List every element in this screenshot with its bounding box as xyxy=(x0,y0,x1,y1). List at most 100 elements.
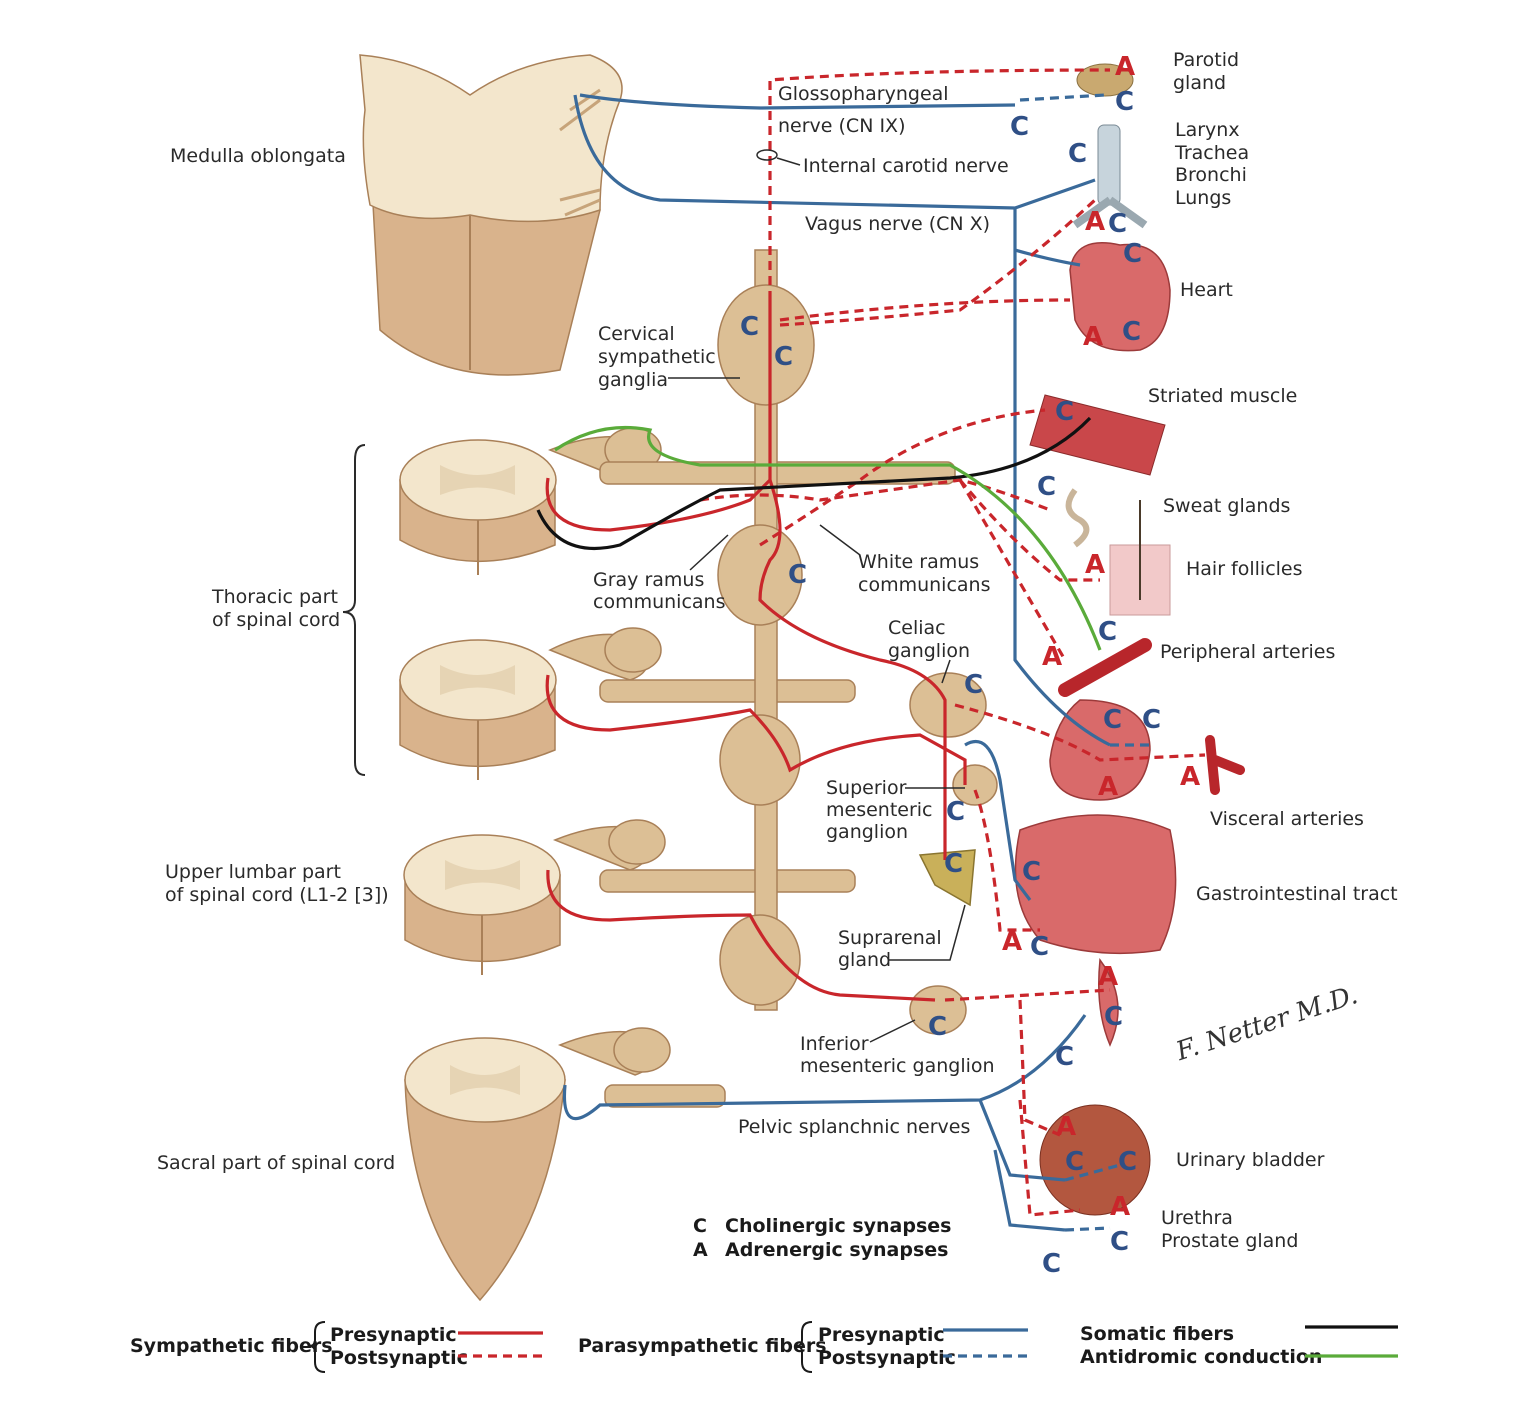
medulla-oblongata-shape xyxy=(359,54,623,376)
label-parotid-1: Parotid xyxy=(1173,49,1239,71)
lumbar-segment xyxy=(403,834,561,975)
striated-muscle-shape xyxy=(1029,394,1166,476)
synapse-c-marker: C xyxy=(946,797,965,827)
label-peripheral-arteries: Peripheral arteries xyxy=(1160,641,1335,663)
peripheral-artery-shape xyxy=(1058,638,1152,697)
label-sup-mesenteric-1: Superior xyxy=(826,777,907,799)
label-gi-tract: Gastrointestinal tract xyxy=(1196,883,1398,905)
label-lungs: Lungs xyxy=(1175,187,1231,209)
key-c-letter: C xyxy=(693,1215,707,1237)
label-glossopharyngeal-1: Glossopharyngeal xyxy=(778,83,949,105)
synapse-c-marker: C xyxy=(1055,397,1074,427)
label-vagus: Vagus nerve (CN X) xyxy=(805,213,990,235)
synapse-a-marker: A xyxy=(1083,322,1103,352)
label-medulla: Medulla oblongata xyxy=(170,145,346,167)
synapse-c-marker: C xyxy=(788,560,807,590)
legend-sym-pre: Presynaptic xyxy=(330,1324,457,1346)
synapse-c-marker: C xyxy=(964,670,983,700)
synapse-c-marker: C xyxy=(1037,472,1056,502)
heart-shape xyxy=(1069,242,1171,352)
synapse-a-marker: A xyxy=(1115,52,1135,82)
synapse-c-marker: C xyxy=(1110,1227,1129,1257)
somatic-path xyxy=(536,416,1092,550)
synapse-c-marker: C xyxy=(944,849,963,879)
synapse-c-marker: C xyxy=(774,342,793,372)
sympathetic-postsynaptic-paths xyxy=(699,68,1206,1217)
label-striated-muscle: Striated muscle xyxy=(1148,385,1297,407)
key-a-text: Adrenergic synapses xyxy=(725,1239,948,1261)
synapse-c-marker: C xyxy=(740,312,759,342)
synapse-a-marker: A xyxy=(1002,927,1022,957)
label-gray-ramus-2: communicans xyxy=(593,591,725,613)
synapse-c-marker: C xyxy=(1104,1002,1123,1032)
parasympathetic-postsynaptic-paths xyxy=(1019,93,1150,1232)
label-pelvic-splanchnic: Pelvic splanchnic nerves xyxy=(738,1116,970,1138)
synapse-c-marker: C xyxy=(1042,1249,1061,1279)
sacral-segment xyxy=(404,1037,566,1302)
label-prostate: Prostate gland xyxy=(1161,1230,1298,1252)
fiber-legend: Sympathetic fibers Presynaptic Postsynap… xyxy=(130,1321,1398,1373)
parasympathetic-presynaptic-paths xyxy=(562,93,1111,1232)
synapse-c-marker: C xyxy=(1142,705,1161,735)
synapse-a-marker: A xyxy=(1085,207,1105,237)
bladder-shape xyxy=(1039,1104,1151,1216)
sweat-gland-shape xyxy=(1065,488,1090,548)
artist-signature: F. Netter M.D. xyxy=(1172,980,1362,1067)
label-gray-ramus-1: Gray ramus xyxy=(593,569,704,591)
synapse-c-marker: C xyxy=(1022,857,1041,887)
label-cervical-1: Cervical xyxy=(598,323,675,345)
synapse-c-marker: C xyxy=(1068,139,1087,169)
gi-tract-shape xyxy=(1014,699,1177,1047)
svg-text:F. Netter M.D.: F. Netter M.D. xyxy=(1172,980,1362,1067)
synapse-a-marker: A xyxy=(1180,762,1200,792)
label-trachea: Trachea xyxy=(1174,142,1249,164)
synapse-c-marker: C xyxy=(1123,239,1142,269)
label-visceral-arteries: Visceral arteries xyxy=(1210,808,1364,830)
synapse-c-marker: C xyxy=(1115,87,1134,117)
airway-shape xyxy=(1072,124,1148,229)
label-celiac-1: Celiac xyxy=(888,617,946,639)
synapse-markers: A C C C A C C A C C C C C A C A C C C C … xyxy=(740,52,1200,1279)
label-inf-mesenteric-2: mesenteric ganglion xyxy=(800,1055,995,1077)
visceral-artery-shape xyxy=(1205,735,1245,795)
label-sup-mesenteric-3: ganglion xyxy=(826,821,908,843)
synapse-a-marker: A xyxy=(1098,962,1118,992)
label-white-ramus-1: White ramus xyxy=(858,551,979,573)
label-glossopharyngeal-2: nerve (CN IX) xyxy=(778,115,905,137)
pointer-lines xyxy=(668,149,966,1043)
synapse-a-marker: A xyxy=(1098,772,1118,802)
label-larynx: Larynx xyxy=(1175,119,1240,141)
label-thoracic-1: Thoracic part xyxy=(211,586,338,608)
label-heart: Heart xyxy=(1180,279,1233,301)
synapse-c-marker: C xyxy=(1010,112,1029,142)
legend-parasympathetic: Parasympathetic fibers xyxy=(578,1335,827,1357)
thoracic-segment-2 xyxy=(399,639,557,780)
label-hair-follicles: Hair follicles xyxy=(1186,558,1303,580)
label-celiac-2: ganglion xyxy=(888,640,970,662)
label-bronchi: Bronchi xyxy=(1175,164,1247,186)
synapse-c-marker: C xyxy=(1103,705,1122,735)
label-urethra: Urethra xyxy=(1161,1207,1233,1229)
synapse-a-marker: A xyxy=(1042,642,1062,672)
legend-para-post: Postsynaptic xyxy=(818,1347,956,1369)
sympathetic-trunk xyxy=(717,249,815,1011)
organ-labels: Parotid gland Larynx Trachea Bronchi Lun… xyxy=(1148,49,1398,1252)
label-sacral: Sacral part of spinal cord xyxy=(157,1152,395,1174)
synapse-c-marker: C xyxy=(928,1012,947,1042)
key-c-text: Cholinergic synapses xyxy=(725,1215,951,1237)
synapse-c-marker: C xyxy=(1065,1147,1084,1177)
label-thoracic-2: of spinal cord xyxy=(212,609,340,631)
antidromic-path xyxy=(554,425,1102,651)
label-sweat-glands: Sweat glands xyxy=(1163,495,1290,517)
key-a-letter: A xyxy=(693,1239,708,1261)
legend-para-pre: Presynaptic xyxy=(818,1324,945,1346)
legend-sympathetic: Sympathetic fibers xyxy=(130,1335,333,1357)
structure-labels: Medulla oblongata Glossopharyngeal nerve… xyxy=(157,83,1009,1174)
thoracic-bracket xyxy=(342,444,366,776)
label-suprarenal-1: Suprarenal xyxy=(838,927,942,949)
synapse-c-marker: C xyxy=(1108,209,1127,239)
parotid-gland-shape xyxy=(1076,63,1134,97)
label-upper-lumbar-2: of spinal cord (L1-2 [3]) xyxy=(165,884,389,906)
